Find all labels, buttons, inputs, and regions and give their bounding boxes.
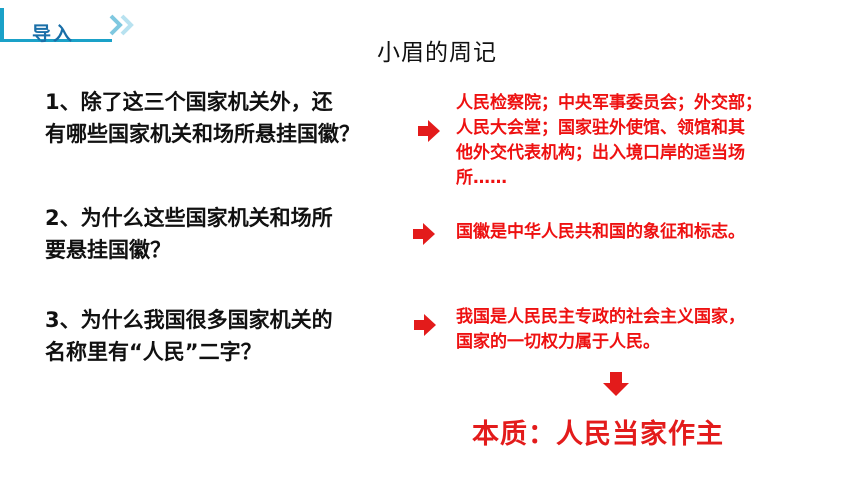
question-2-line-2: 要悬挂国徽？ xyxy=(45,238,171,262)
answer-3-line-1: 我国是人民民主专政的社会主义国家， xyxy=(456,307,745,327)
right-arrow-icon xyxy=(413,223,435,249)
section-tag: 导入 xyxy=(0,8,112,45)
answer-3: 我国是人民民主专政的社会主义国家， 国家的一切权力属于人民。 xyxy=(456,305,745,355)
question-2: 2、为什么这些国家机关和场所 要悬挂国徽？ xyxy=(45,202,333,266)
answer-1-line-3: 他外交代表机构；出入境口岸的适当场 xyxy=(456,143,745,163)
answer-1-line-1: 人民检察院；中央军事委员会；外交部； xyxy=(456,93,762,113)
question-1-line-2: 有哪些国家机关和场所悬挂国徽？ xyxy=(45,122,360,146)
answer-1-line-4: 所…… xyxy=(456,168,507,188)
question-1: 1、除了这三个国家机关外，还 有哪些国家机关和场所悬挂国徽？ xyxy=(45,86,360,150)
question-3-line-1: 3、为什么我国很多国家机关的 xyxy=(45,308,333,332)
question-2-line-1: 2、为什么这些国家机关和场所 xyxy=(45,206,333,230)
right-arrow-icon xyxy=(418,120,440,146)
answer-3-line-2: 国家的一切权力属于人民。 xyxy=(456,332,660,352)
answer-2-line-1: 国徽是中华人民共和国的象征和标志。 xyxy=(456,222,745,242)
question-3-line-2: 名称里有“人民”二字？ xyxy=(45,340,262,364)
page-title: 小眉的周记 xyxy=(377,40,497,66)
section-tag-label: 导入 xyxy=(32,23,75,45)
answer-1-line-2: 人民大会堂；国家驻外使馆、领馆和其 xyxy=(456,118,745,138)
down-arrow-icon xyxy=(603,372,629,400)
answer-2: 国徽是中华人民共和国的象征和标志。 xyxy=(456,220,745,245)
double-chevron-icon xyxy=(108,14,138,40)
right-arrow-icon xyxy=(414,314,436,340)
answer-1: 人民检察院；中央军事委员会；外交部； 人民大会堂；国家驻外使馆、领馆和其 他外交… xyxy=(456,91,762,191)
question-3: 3、为什么我国很多国家机关的 名称里有“人民”二字？ xyxy=(45,304,333,368)
question-1-line-1: 1、除了这三个国家机关外，还 xyxy=(45,90,333,114)
conclusion-text: 本质：人民当家作主 xyxy=(472,419,724,450)
